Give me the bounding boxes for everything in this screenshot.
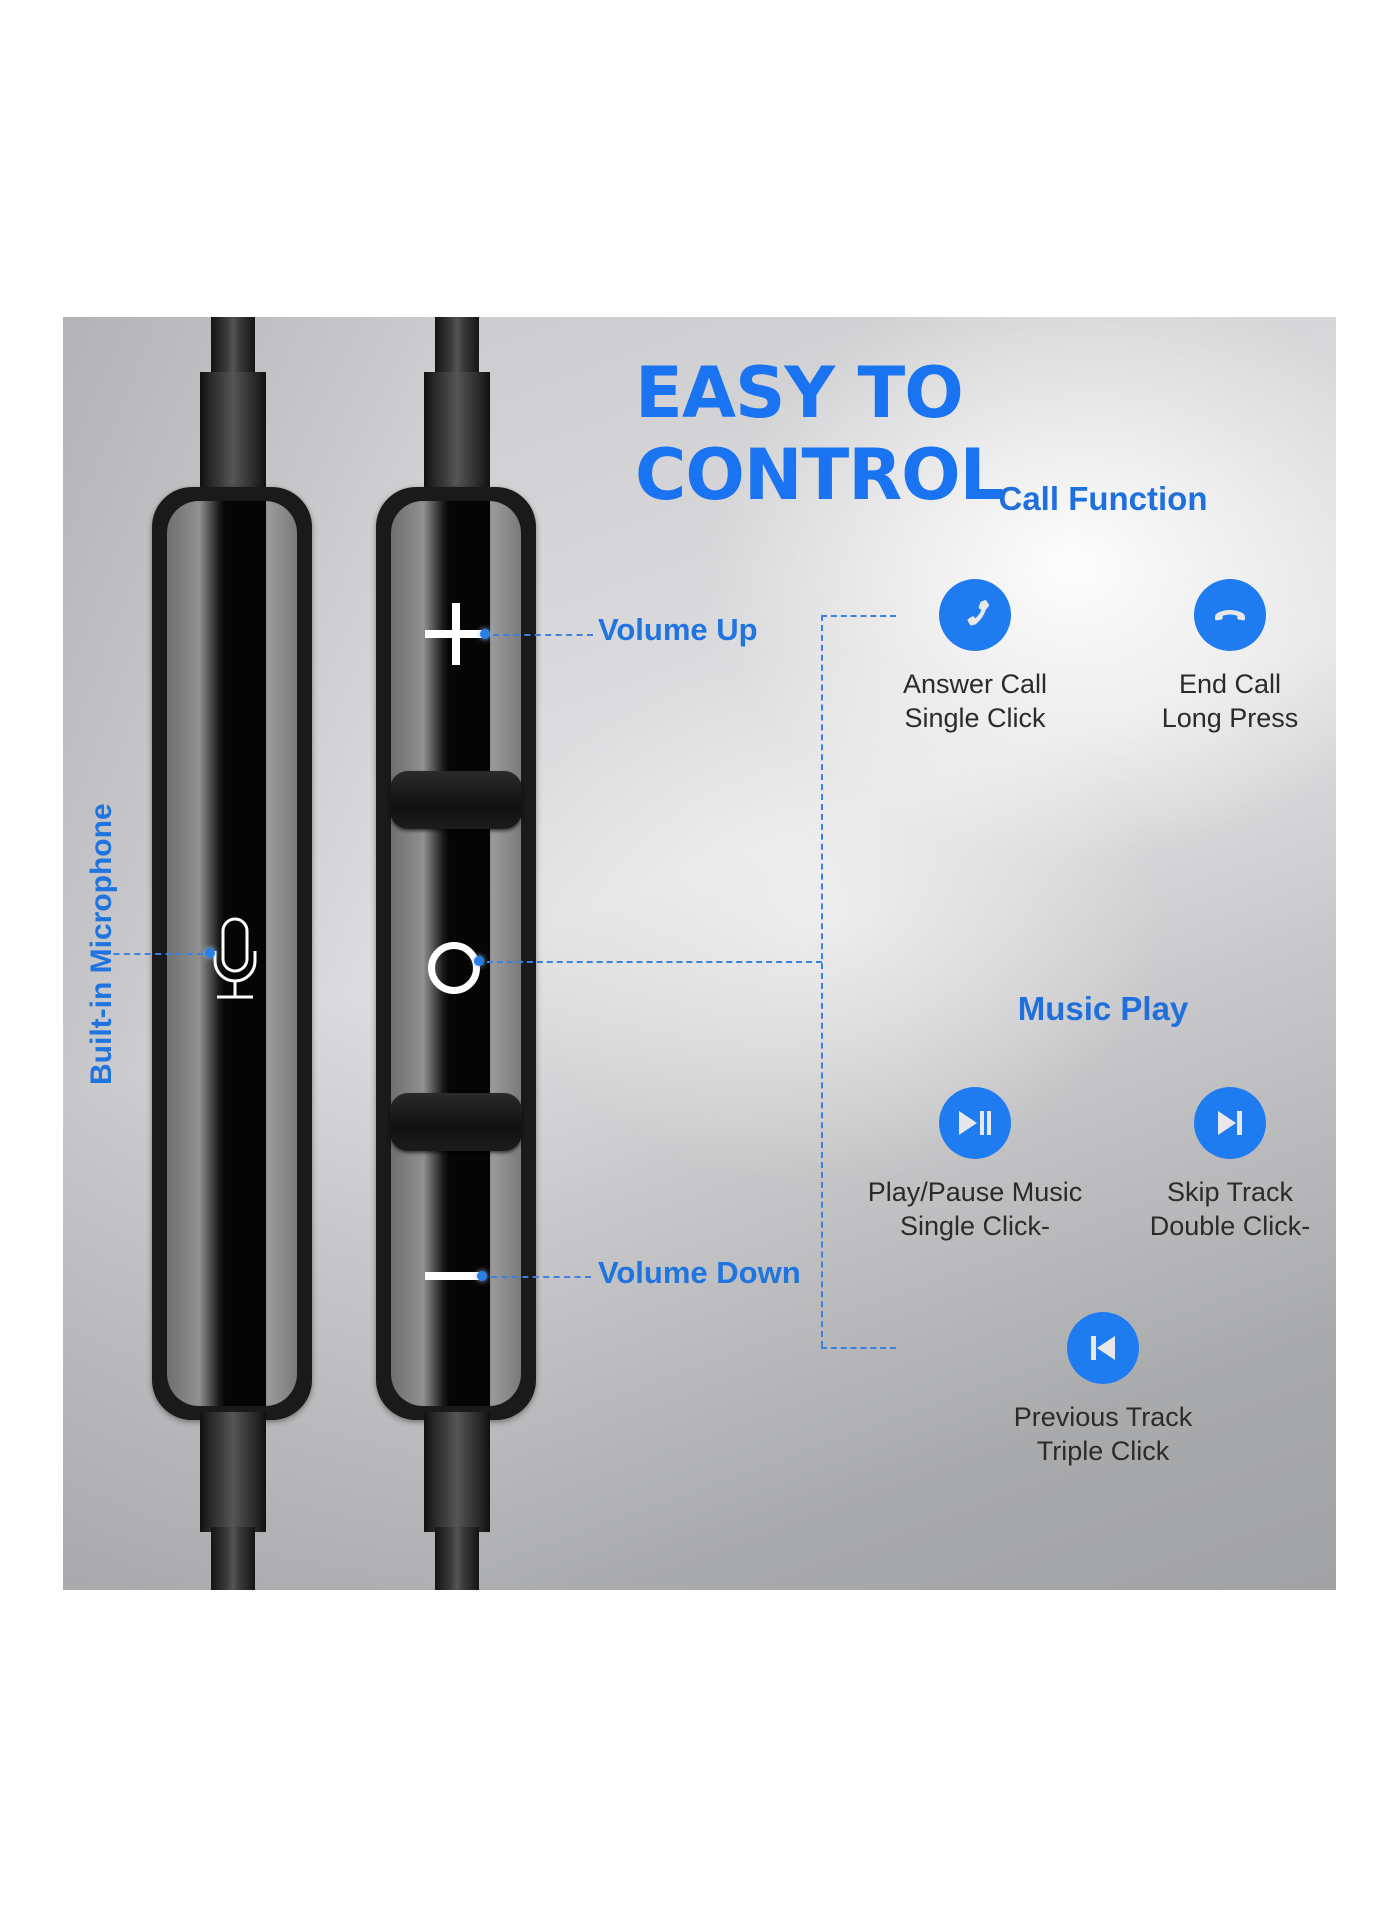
end-call-feature: End Call Long Press [1100,579,1336,735]
multifunction-marker-dot [474,956,484,966]
bracket-vertical-line [821,615,823,1347]
button-divider-lower [390,1093,522,1151]
volume-down-marker-dot [477,1271,487,1281]
play-pause-feature: Play/Pause Music Single Click- [845,1087,1105,1243]
built-in-microphone-label: Built-in Microphone [85,803,118,1085]
play-pause-icon [939,1087,1011,1159]
microphone-marker-dot [205,948,215,958]
right-collar-top [424,372,490,492]
right-cable-bottom [435,1527,479,1590]
answer-call-action: Single Click [904,703,1046,733]
phone-hangup-icon [1194,579,1266,651]
call-function-heading: Call Function [998,480,1208,517]
multifunction-leader-line [487,961,822,963]
end-call-action: Long Press [1161,703,1299,733]
left-remote-body [152,487,312,1420]
skip-track-feature: Skip Track Double Click- [1100,1087,1336,1243]
product-panel: Built-in Microphone Volume Up Volume Dow… [63,317,1336,1590]
end-call-title: End Call [1178,669,1282,699]
multifunction-button-icon[interactable] [428,942,480,994]
page-title: EASY TO CONTROL [635,352,1004,516]
button-divider-upper [390,771,522,829]
volume-down-minus-icon[interactable] [425,1272,481,1280]
bracket-bottom-line [821,1347,896,1349]
microphone-icon [213,917,257,999]
previous-track-action: Triple Click [1036,1436,1170,1466]
play-pause-title: Play/Pause Music [867,1177,1083,1207]
answer-call-title: Answer Call [902,669,1048,699]
bracket-top-line [821,615,896,617]
volume-down-leader-line [491,1276,591,1278]
left-collar-bottom [200,1412,266,1532]
volume-down-label: Volume Down [598,1255,801,1290]
microphone-leader-line [103,953,203,955]
previous-track-feature: Previous Track Triple Click [973,1312,1233,1468]
answer-call-feature: Answer Call Single Click [845,579,1105,735]
music-play-heading: Music Play [1017,990,1189,1027]
volume-up-marker-dot [480,629,490,639]
skip-previous-icon [1067,1312,1139,1384]
volume-up-plus-icon[interactable] [425,603,487,665]
phone-answer-icon [939,579,1011,651]
right-cable-top [435,317,479,377]
right-collar-bottom [424,1412,490,1532]
left-collar-top [200,372,266,492]
volume-up-leader-line [493,634,593,636]
left-cable-top [211,317,255,377]
skip-next-icon [1194,1087,1266,1159]
skip-track-action: Double Click- [1149,1211,1311,1241]
play-pause-action: Single Click- [899,1211,1051,1241]
left-cable-bottom [211,1527,255,1590]
previous-track-title: Previous Track [1013,1402,1193,1432]
volume-up-label: Volume Up [598,612,758,647]
skip-track-title: Skip Track [1166,1177,1294,1207]
